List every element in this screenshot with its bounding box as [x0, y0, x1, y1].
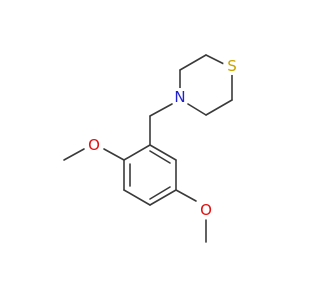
bond-ar-c4-c5 — [149, 189, 177, 206]
bond-ar-o-top — [103, 148, 125, 161]
sulfur-atom: S — [223, 57, 241, 75]
oxygen-bottom-label: O — [200, 201, 212, 219]
bond-ar-double-3 — [149, 150, 171, 164]
bond-c2-s — [205, 54, 225, 65]
bond-c1-c2 — [179, 54, 207, 71]
bond-n-ch2 — [149, 103, 173, 117]
bond-ar-o-bottom — [175, 189, 197, 202]
bond-ar-c1-c2 — [123, 144, 151, 161]
oxygen-bottom-atom: O — [197, 201, 215, 219]
nitrogen-label: N — [174, 88, 185, 106]
oxygen-top-label: O — [88, 136, 100, 154]
nitrogen-atom: N — [171, 88, 189, 106]
chemical-structure: S N O O — [63, 54, 241, 243]
bond-o-me-top — [63, 148, 85, 161]
bond-ar-double-2 — [149, 186, 171, 200]
bond-c4-n — [187, 103, 207, 116]
oxygen-top-atom: O — [85, 136, 103, 154]
sulfur-label: S — [227, 57, 237, 75]
bond-ar-c6-c1 — [149, 144, 177, 161]
bond-c3-c4 — [205, 99, 233, 116]
bond-ar-c3-c4 — [123, 189, 151, 206]
